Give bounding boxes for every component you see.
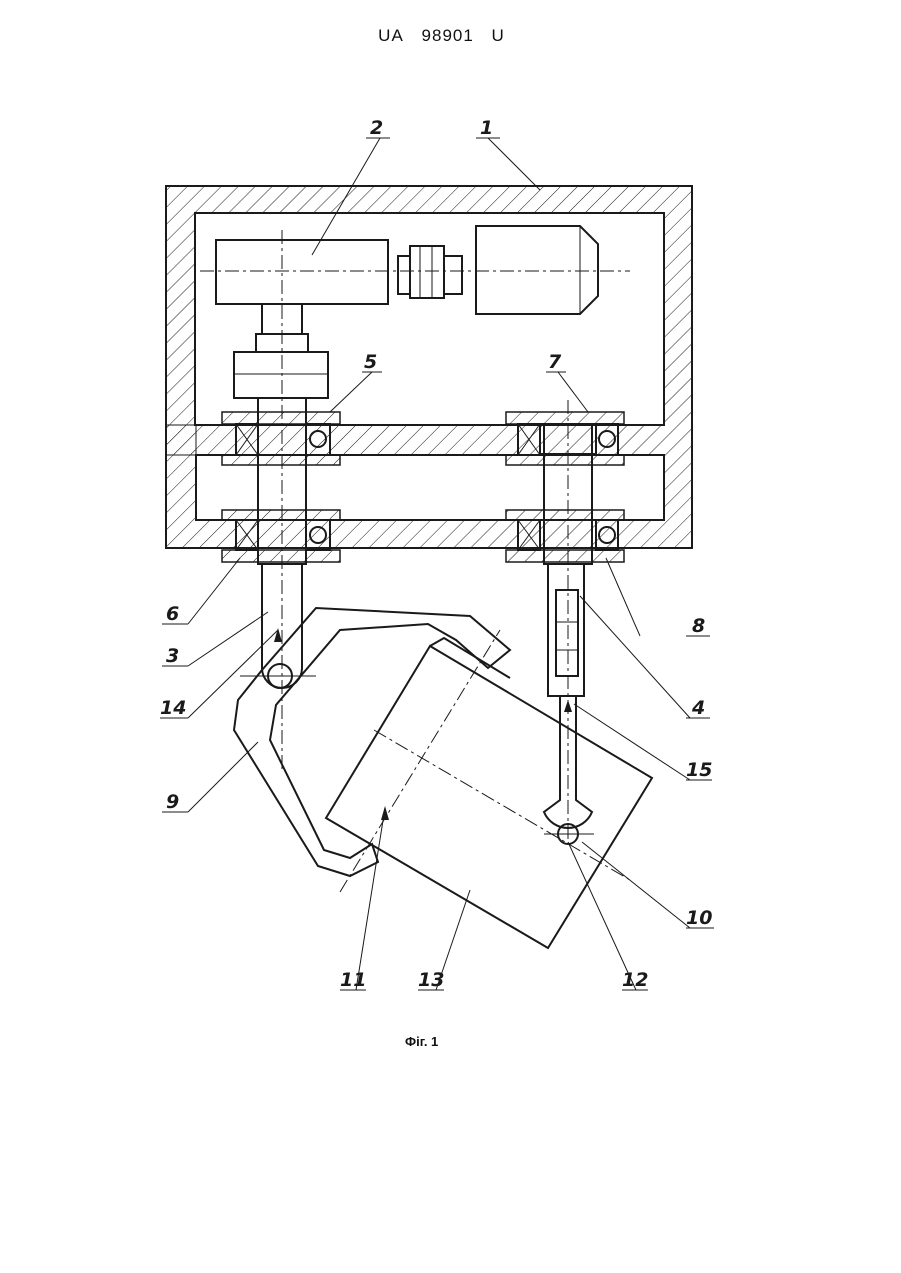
label-6: 6 (166, 603, 179, 625)
container (326, 638, 652, 948)
label-2: 2 (370, 117, 383, 139)
label-4: 4 (691, 697, 705, 719)
lever (234, 608, 510, 892)
label-9: 9 (166, 791, 179, 813)
label-3: 3 (166, 645, 179, 667)
label-14: 14 (160, 697, 186, 719)
label-1: 1 (480, 117, 493, 139)
label-7: 7 (548, 351, 562, 373)
label-10: 10 (686, 907, 712, 929)
label-11: 11 (340, 969, 366, 991)
label-15: 15 (686, 759, 712, 781)
figure-caption: Фіг. 1 (405, 1034, 438, 1049)
label-8: 8 (692, 615, 705, 637)
label-12: 12 (622, 969, 648, 991)
label-13: 13 (418, 969, 444, 991)
label-5: 5 (364, 351, 377, 373)
leader-lines (160, 138, 714, 990)
